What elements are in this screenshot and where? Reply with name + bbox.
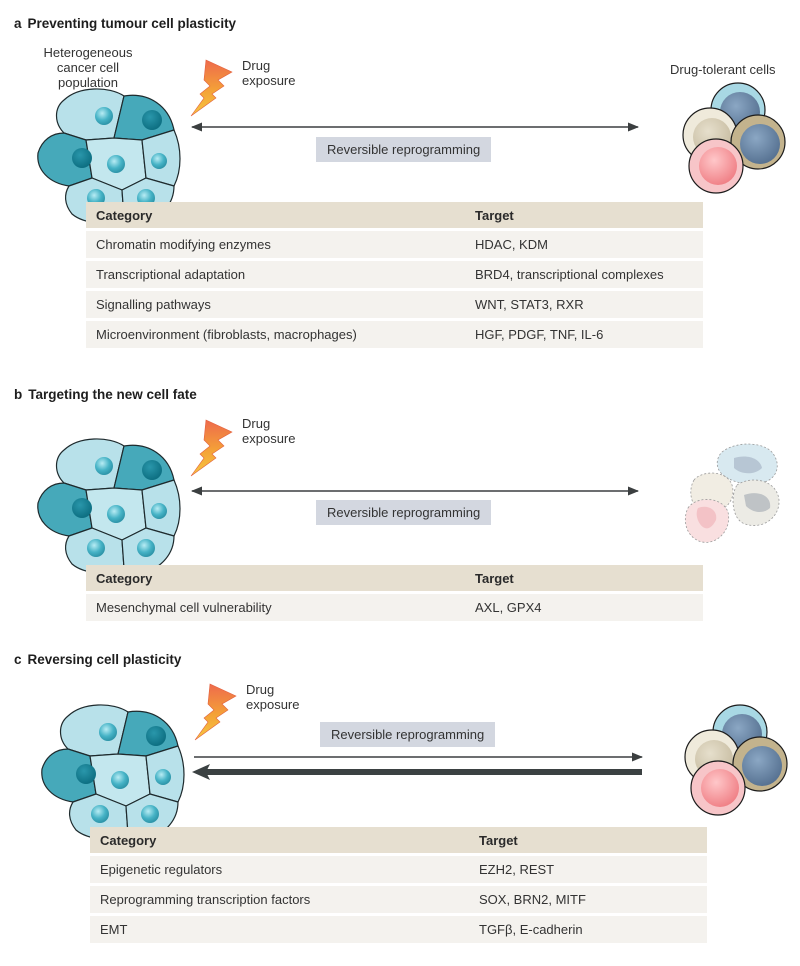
reversible-reprogramming-label: Reversible reprogramming — [316, 500, 492, 525]
header-target: Target — [475, 570, 514, 586]
category-cell: Signalling pathways — [96, 297, 211, 312]
panel-letter: b — [14, 387, 23, 402]
cancer-cell-cluster-icon — [37, 438, 181, 574]
lightning-bolt-icon — [194, 683, 237, 741]
header-target: Target — [479, 832, 518, 848]
category-cell: Chromatin modifying enzymes — [96, 237, 271, 252]
heterogeneous-population-label: Heterogeneous cancer cell population — [43, 45, 133, 90]
panel-letter: c — [14, 652, 22, 667]
lightning-bolt-icon — [190, 59, 233, 117]
header-category: Category — [96, 570, 153, 586]
reverse-arrow-thick — [192, 764, 642, 780]
category-cell: Transcriptional adaptation — [96, 267, 246, 282]
panel-title-text: Targeting the new cell fate — [28, 387, 197, 402]
table-header: Category Target — [90, 827, 707, 853]
panel-title-text: Preventing tumour cell plasticity — [27, 16, 237, 31]
category-cell: Reprogramming transcription factors — [100, 892, 311, 907]
bidirectional-arrow — [190, 486, 640, 496]
panel-c-title: c Reversing cell plasticity — [14, 652, 181, 667]
dying-cells-icon — [684, 443, 780, 543]
category-cell: Epigenetic regulators — [100, 862, 223, 877]
category-cell: EMT — [100, 922, 128, 937]
table-row: Mesenchymal cell vulnerability AXL, GPX4 — [86, 594, 703, 621]
table-row: Signalling pathways WNT, STAT3, RXR — [86, 291, 703, 318]
drug-tolerant-cells-icon — [684, 704, 788, 816]
target-cell: BRD4, transcriptional complexes — [475, 267, 664, 282]
category-cell: Mesenchymal cell vulnerability — [96, 600, 272, 615]
header-category: Category — [96, 207, 153, 223]
panel-a-title: a Preventing tumour cell plasticity — [14, 16, 236, 31]
drug-tolerant-cells-icon — [682, 82, 786, 194]
target-cell: HDAC, KDM — [475, 237, 548, 252]
target-cell: WNT, STAT3, RXR — [475, 297, 584, 312]
panel-b-title: b Targeting the new cell fate — [14, 387, 197, 402]
panel-c-table: Category Target Epigenetic regulators EZ… — [90, 827, 707, 946]
target-cell: SOX, BRN2, MITF — [479, 892, 586, 907]
table-row: Epigenetic regulators EZH2, REST — [90, 856, 707, 883]
target-cell: EZH2, REST — [479, 862, 555, 877]
table-row: EMT TGFβ, E-cadherin — [90, 916, 707, 943]
target-cell: AXL, GPX4 — [475, 600, 542, 615]
table-row: Microenvironment (fibroblasts, macrophag… — [86, 321, 703, 348]
header-category: Category — [100, 832, 157, 848]
table-row: Chromatin modifying enzymes HDAC, KDM — [86, 231, 703, 258]
panel-a-table: Category Target Chromatin modifying enzy… — [86, 202, 703, 351]
header-target: Target — [475, 207, 514, 223]
panel-letter: a — [14, 16, 22, 31]
target-cell: TGFβ, E-cadherin — [479, 922, 583, 937]
cancer-cell-cluster-icon — [41, 704, 185, 840]
table-row: Reprogramming transcription factors SOX,… — [90, 886, 707, 913]
reversible-reprogramming-label: Reversible reprogramming — [316, 137, 492, 162]
lightning-bolt-icon — [190, 419, 233, 477]
target-cell: HGF, PDGF, TNF, IL-6 — [475, 327, 604, 342]
forward-arrow — [194, 752, 644, 762]
drug-tolerant-cells-label: Drug-tolerant cells — [670, 62, 776, 77]
table-header: Category Target — [86, 202, 703, 228]
category-cell: Microenvironment (fibroblasts, macrophag… — [96, 327, 357, 342]
bidirectional-arrow — [190, 122, 640, 132]
table-row: Transcriptional adaptation BRD4, transcr… — [86, 261, 703, 288]
panel-b-table: Category Target Mesenchymal cell vulnera… — [86, 565, 703, 624]
reversible-reprogramming-label: Reversible reprogramming — [320, 722, 496, 747]
panel-title-text: Reversing cell plasticity — [27, 652, 182, 667]
table-header: Category Target — [86, 565, 703, 591]
